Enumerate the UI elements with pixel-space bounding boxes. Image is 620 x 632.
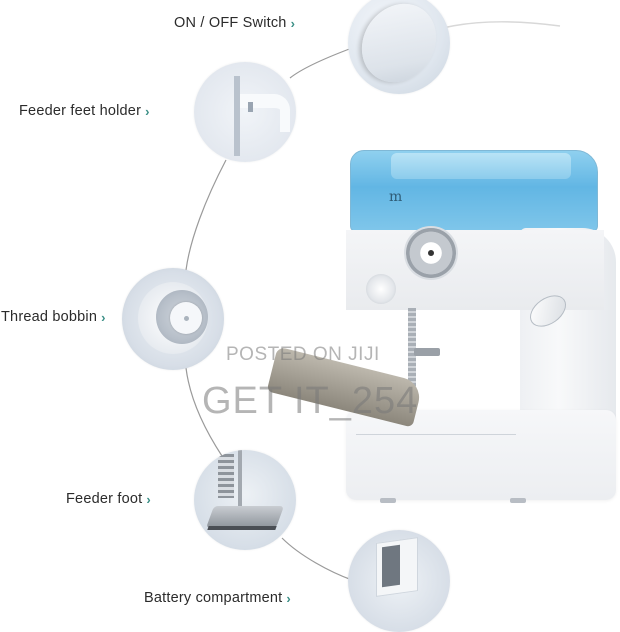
label-feeder-feet-holder: Feeder feet holder ›	[19, 103, 150, 119]
handwheel-center	[428, 250, 434, 256]
thread-bobbin-closeup	[122, 268, 224, 370]
label-text: Battery compartment	[144, 590, 283, 606]
foot-plate	[205, 506, 285, 528]
label-text: Thread bobbin	[1, 309, 98, 325]
foot-plate-shadow	[207, 526, 277, 530]
on-off-switch-closeup	[348, 0, 450, 94]
presser-screw	[414, 348, 440, 356]
rubber-foot	[380, 498, 396, 503]
cover-mark: m	[389, 189, 403, 205]
label-battery-compartment: Battery compartment ›	[144, 590, 291, 606]
watermark-line-2: GET IT_254	[202, 380, 419, 422]
holder-nub	[248, 102, 253, 112]
chevron-right-icon: ›	[146, 491, 151, 507]
thread-cover-blue: m	[350, 150, 598, 232]
tension-knob-icon	[366, 274, 396, 304]
feeder-feet-holder-closeup	[194, 62, 296, 162]
chevron-right-icon: ›	[286, 590, 291, 606]
label-feeder-foot: Feeder foot ›	[66, 491, 151, 507]
bobbin-hole	[184, 316, 189, 321]
chevron-right-icon: ›	[101, 309, 106, 325]
foot-spring	[218, 454, 234, 498]
label-text: ON / OFF Switch	[174, 15, 287, 31]
machine-base	[346, 410, 616, 500]
foot-rod	[238, 450, 242, 510]
holder-hook	[240, 94, 290, 132]
label-on-off-switch: ON / OFF Switch ›	[174, 15, 295, 31]
label-thread-bobbin: Thread bobbin ›	[1, 309, 106, 325]
holder-bar	[234, 76, 240, 156]
sewing-machine-image: m	[266, 148, 620, 508]
battery-compartment-closeup	[348, 530, 450, 632]
chevron-right-icon: ›	[145, 103, 150, 119]
label-text: Feeder foot	[66, 491, 143, 507]
needle-bar	[408, 308, 416, 398]
rubber-foot	[510, 498, 526, 503]
feeder-foot-closeup	[194, 450, 296, 550]
base-seam	[356, 434, 516, 435]
label-text: Feeder feet holder	[19, 103, 142, 119]
battery-slot	[382, 544, 400, 588]
blue-cover-top	[391, 153, 571, 179]
chevron-right-icon: ›	[290, 15, 296, 31]
watermark-line-1: POSTED ON JIJI	[226, 344, 380, 365]
